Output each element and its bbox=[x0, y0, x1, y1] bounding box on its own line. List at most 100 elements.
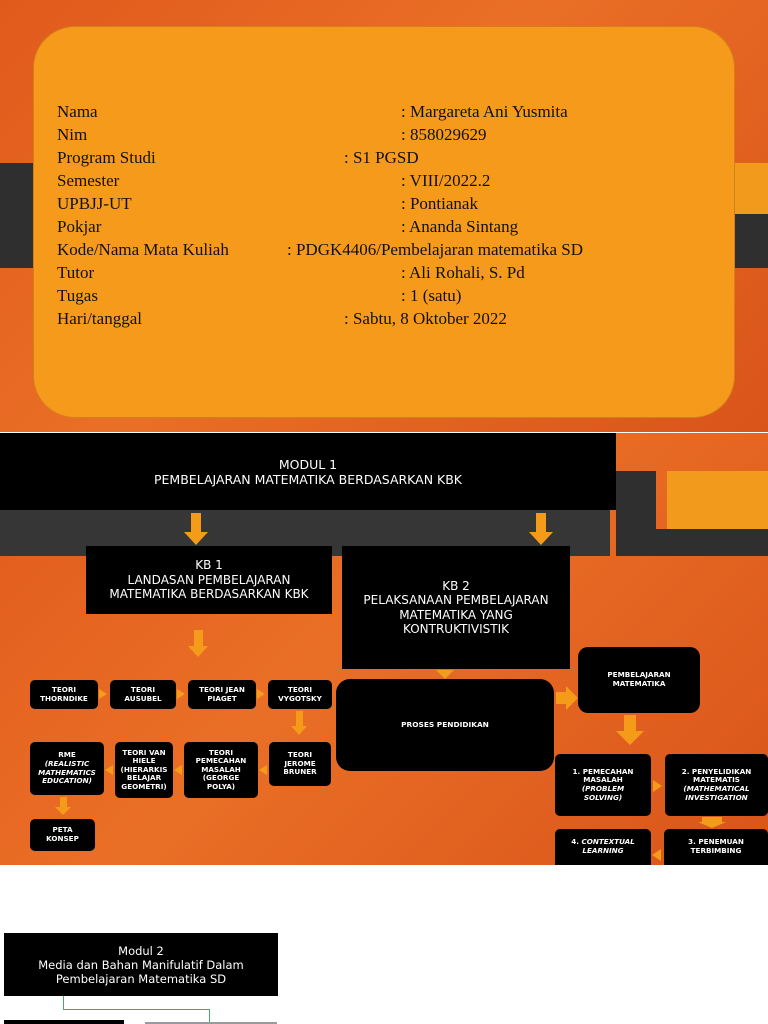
p1-l3: (PROBLEM bbox=[581, 784, 625, 793]
p4-l1-text: CONTEXTUAL bbox=[581, 837, 635, 847]
rme-l1: RME bbox=[58, 750, 76, 760]
teori-thorndike-l2: THORNDIKE bbox=[40, 693, 88, 703]
p2-l2: MATEMATIS bbox=[693, 775, 740, 785]
connector-h bbox=[63, 1009, 210, 1010]
proses-pendidikan-box: PROSES PENDIDIKAN bbox=[336, 679, 554, 771]
orange-band-right bbox=[667, 471, 768, 529]
peta-konsep-l2: KONSEP bbox=[46, 834, 79, 843]
arrow-to-kb1-shaft bbox=[191, 513, 201, 532]
teori-thorndike-l1: TEORI bbox=[51, 684, 77, 694]
proses-pendidikan-label: PROSES PENDIDIKAN bbox=[401, 719, 489, 729]
child-box-right bbox=[145, 1022, 277, 1024]
pembelajaran-l1: PEMBELAJARAN bbox=[607, 670, 671, 680]
pembelajaran-matematika-box: PEMBELAJARAN MATEMATIKA bbox=[578, 647, 700, 713]
value-upbjj: : Pontianak bbox=[401, 194, 478, 213]
arrow-to-kb2-head bbox=[529, 532, 553, 545]
dark-band-right bbox=[616, 529, 768, 556]
kb2-line-4: KONTRUKTIVISTIK bbox=[403, 622, 509, 636]
arrow-rme-down-shaft bbox=[60, 797, 67, 807]
label-pokjar: Pokjar bbox=[57, 217, 102, 236]
teori-polya-l3: MASALAH bbox=[201, 764, 241, 774]
teori-polya-l4: (GEORGE bbox=[202, 773, 240, 783]
teori-piaget-l2: PIAGET bbox=[207, 693, 237, 703]
modul-2-box: Modul 2 Media dan Bahan Manifulatif Dala… bbox=[4, 933, 278, 996]
pemecahan-masalah-box: 1. PEMECAHAN MASALAH (PROBLEM SOLVING) bbox=[555, 754, 651, 816]
p4-l2: LEARNING bbox=[582, 846, 624, 855]
arrow-r2-b bbox=[174, 765, 182, 775]
rme-box: RME (REALISTIC MATHEMATICS EDUCATION) bbox=[30, 742, 104, 795]
label-tugas: Tugas bbox=[57, 286, 98, 305]
kb2-box: KB 2 PELAKSANAAN PEMBELAJARAN MATEMATIKA… bbox=[342, 546, 570, 669]
arrow-to-pembelajaran-shaft bbox=[556, 692, 566, 704]
teori-piaget-l1: TEORI JEAN bbox=[199, 684, 245, 694]
arrow-pembelajaran-down-shaft bbox=[624, 715, 636, 731]
slide-modul-1-map: MODUL 1 PEMBELAJARAN MATEMATIKA BERDASAR… bbox=[0, 433, 768, 865]
label-program-studi: Program Studi bbox=[57, 148, 156, 167]
child-box-left bbox=[4, 1020, 124, 1024]
arrow-r1-a bbox=[99, 689, 107, 699]
teori-ausubel-l1: TEORI bbox=[130, 684, 156, 694]
modul-1-title: MODUL 1 bbox=[278, 456, 338, 472]
teori-thorndike-box: TEORI THORNDIKE bbox=[30, 680, 98, 709]
p4-l1: 4. CONTEXTUAL bbox=[571, 838, 635, 847]
teori-vanhiele-l5: GEOMETRI) bbox=[121, 781, 167, 791]
arrow-r1-c bbox=[257, 689, 265, 699]
slide-identity: Nama : Margareta Ani Yusmita Nim : 85802… bbox=[0, 0, 768, 432]
value-tugas: : 1 (satu) bbox=[401, 286, 462, 305]
kb1-box: KB 1 LANDASAN PEMBELAJARAN MATEMATIKA BE… bbox=[86, 546, 332, 614]
teori-vanhiele-l4: BELAJAR bbox=[126, 773, 162, 783]
arrow-p1-p2 bbox=[653, 780, 662, 792]
teori-polya-l1: TEORI bbox=[208, 747, 234, 757]
value-pokjar: : Ananda Sintang bbox=[401, 217, 519, 236]
teori-vanhiele-l2: HIELE bbox=[132, 756, 156, 766]
pembelajaran-l2: MATEMATIKA bbox=[612, 679, 666, 688]
arrow-p3-p4 bbox=[652, 849, 661, 861]
teori-bruner-l2: JEROME bbox=[284, 758, 316, 768]
penemuan-terbimbing-box: 3. PENEMUAN TERBIMBING bbox=[664, 829, 768, 865]
arrow-kb1-down-head bbox=[188, 646, 208, 657]
value-program-studi: : S1 PGSD bbox=[344, 148, 419, 167]
teori-bruner-l1: TEORI bbox=[287, 750, 313, 760]
kb1-line-3: MATEMATIKA BERDASARKAN KBK bbox=[109, 587, 309, 602]
kb1-line-2: LANDASAN PEMBELAJARAN bbox=[127, 572, 291, 587]
arrow-r2-c bbox=[259, 765, 267, 775]
modul-2-line-3: Pembelajaran Matematika SD bbox=[55, 971, 227, 986]
teori-ausubel-box: TEORI AUSUBEL bbox=[110, 680, 176, 709]
value-semester: : VIII/2022.2 bbox=[401, 171, 491, 190]
label-semester: Semester bbox=[57, 171, 120, 190]
value-nama: : Margareta Ani Yusmita bbox=[401, 102, 568, 121]
p3-l2: TERBIMBING bbox=[690, 846, 742, 855]
label-hari-tanggal: Hari/tanggal bbox=[57, 309, 142, 328]
slide-modul-2-map: Modul 2 Media dan Bahan Manifulatif Dala… bbox=[0, 866, 768, 1024]
arrow-p2-down-shaft bbox=[702, 817, 722, 822]
p3-l1: 3. PENEMUAN bbox=[688, 837, 744, 847]
p1-l2: MASALAH bbox=[583, 775, 623, 785]
teori-ausubel-l2: AUSUBEL bbox=[124, 693, 162, 703]
rme-l4: EDUCATION) bbox=[42, 776, 92, 786]
modul-2-line-2: Media dan Bahan Manifulatif Dalam bbox=[38, 957, 244, 972]
value-nim: : 858029629 bbox=[401, 125, 487, 144]
value-mata-kuliah: : PDGK4406/Pembelajaran matematika SD bbox=[287, 240, 584, 259]
modul-1-subtitle: PEMBELAJARAN MATEMATIKA BERDASARKAN KBK bbox=[154, 471, 462, 487]
contextual-learning-box: 4. CONTEXTUAL LEARNING bbox=[555, 829, 651, 865]
arrow-to-pembelajaran-head bbox=[566, 686, 578, 710]
teori-vanhiele-l1: TEORI VAN bbox=[122, 747, 166, 757]
modul-2-title: Modul 2 bbox=[118, 943, 164, 958]
teori-bruner-l3: BRUNER bbox=[283, 767, 317, 777]
teori-bruner-box: TEORI JEROME BRUNER bbox=[269, 742, 331, 786]
kb2-title: KB 2 bbox=[442, 578, 470, 593]
p2-l1: 2. PENYELIDIKAN bbox=[681, 766, 752, 776]
arrow-to-kb1-head bbox=[184, 532, 208, 545]
teori-vygotsky-l2: VYGOTSKY bbox=[278, 693, 322, 703]
teori-polya-l5: POLYA) bbox=[206, 781, 236, 791]
dark-band-mid bbox=[616, 471, 656, 529]
arrow-vygotsky-down-shaft bbox=[296, 711, 303, 726]
arrow-r2-a bbox=[105, 765, 113, 775]
value-hari-tanggal: : Sabtu, 8 Oktober 2022 bbox=[344, 309, 507, 328]
p2-l4: INVESTIGATION bbox=[685, 792, 748, 802]
teori-vygotsky-box: TEORI VYGOTSKY bbox=[268, 680, 332, 709]
connector-right-v bbox=[209, 1009, 210, 1024]
arrow-kb2-down-head bbox=[436, 670, 454, 679]
p1-l4: SOLVING) bbox=[583, 792, 623, 802]
arrow-rme-down-head bbox=[55, 807, 71, 815]
